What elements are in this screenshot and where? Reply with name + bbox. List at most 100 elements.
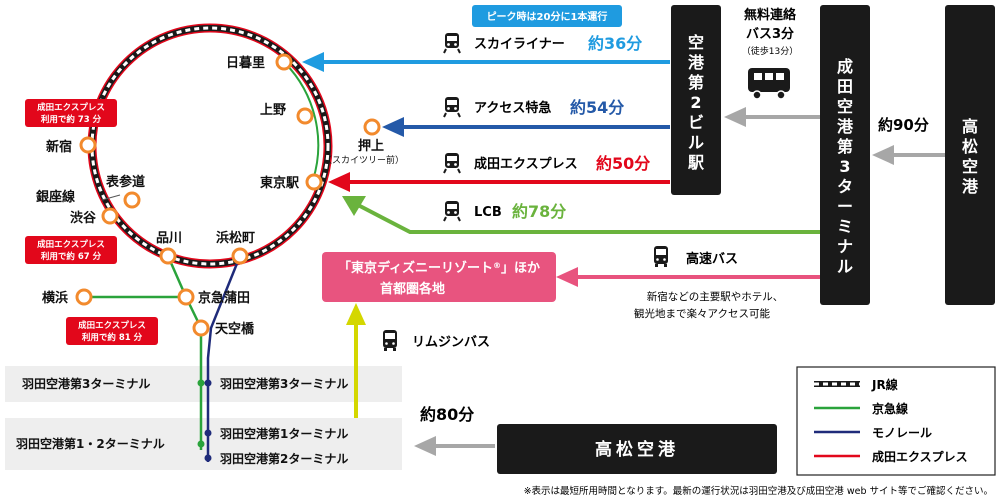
ginza-leader-line bbox=[101, 194, 121, 201]
station-marker-shinjuku bbox=[79, 136, 97, 154]
station-marker-yokohama bbox=[75, 288, 93, 306]
legend: JR線 京急線 モノレール 成田エクスプレス bbox=[796, 366, 996, 476]
nex-name: 成田エクスプレス bbox=[474, 156, 578, 172]
vertical-char: 空 bbox=[962, 157, 978, 176]
vertical-char: ナ bbox=[837, 237, 853, 256]
legend-nex: 成田エクスプレス bbox=[872, 449, 968, 464]
highway-bus-icon bbox=[654, 246, 668, 267]
narita-travel-time: 約90分 bbox=[878, 116, 929, 134]
access-arrow bbox=[382, 117, 670, 137]
nex-time: 約50分 bbox=[596, 154, 650, 173]
haneda-t2-right: 羽田空港第2ターミナル bbox=[220, 451, 348, 466]
limousine-bus-icon bbox=[383, 330, 397, 351]
legend-keikyu: 京急線 bbox=[872, 401, 908, 416]
svg-text:バス3分: バス3分 bbox=[746, 26, 794, 42]
nex-arrow bbox=[328, 172, 670, 192]
vertical-char: 港 bbox=[962, 177, 979, 196]
svg-text:成田エクスプレス: 成田エクスプレス bbox=[37, 102, 105, 113]
station-omotesando: 表参道 bbox=[105, 174, 145, 190]
takamatsu-narita-arrow bbox=[872, 145, 945, 165]
station-ueno: 上野 bbox=[260, 103, 286, 118]
skyliner-name: スカイライナー bbox=[474, 37, 565, 52]
highway-bus-desc-1: 新宿などの主要駅やホテル、 bbox=[647, 290, 784, 303]
station-marker-shinagawa bbox=[159, 247, 177, 265]
note-yokohama: 成田エクスプレス 利用で約 81 分 bbox=[66, 317, 158, 345]
station-marker-shibuya bbox=[101, 207, 119, 225]
vertical-char: 3 bbox=[839, 157, 850, 176]
haneda-travel-time: 約80分 bbox=[420, 405, 474, 424]
svg-text:利用で約 67 分: 利用で約 67 分 bbox=[40, 251, 102, 262]
lcb-name: LCB bbox=[474, 205, 502, 220]
keikyu-line bbox=[84, 255, 203, 450]
vertical-char: ビ bbox=[688, 113, 704, 132]
limousine-bus-arrow bbox=[346, 303, 366, 418]
vertical-char: タ bbox=[837, 177, 853, 196]
legend-jr: JR線 bbox=[871, 377, 898, 392]
svg-text:無料連絡: 無料連絡 bbox=[744, 7, 797, 23]
vertical-char: 田 bbox=[837, 77, 853, 96]
vertical-char: 高 bbox=[962, 117, 978, 136]
station-oshiage: 押上 bbox=[358, 138, 384, 154]
station-marker-hamamatsucho bbox=[231, 247, 249, 265]
station-marker-tenkubashi bbox=[192, 319, 210, 337]
lcb-arrow bbox=[342, 196, 820, 234]
highway-bus-desc-2: 観光地まで楽々アクセス可能 bbox=[634, 307, 770, 320]
access-time: 約54分 bbox=[570, 98, 624, 117]
station-yokohama: 横浜 bbox=[42, 290, 68, 306]
vertical-char: 成 bbox=[837, 57, 853, 76]
station-shinjuku: 新宿 bbox=[46, 139, 72, 155]
station-shibuya: 渋谷 bbox=[70, 210, 97, 226]
station-keikyu-kamata: 京急蒲田 bbox=[198, 290, 250, 306]
svg-text:「東京ディズニーリゾート®」ほか: 「東京ディズニーリゾート®」ほか bbox=[338, 260, 540, 276]
haneda-t3-left: 羽田空港第3ターミナル bbox=[22, 376, 150, 391]
svg-text:利用で約 73 分: 利用で約 73 分 bbox=[40, 114, 102, 125]
highway-bus-arrow bbox=[556, 267, 820, 287]
vertical-char: ル bbox=[688, 133, 704, 152]
svg-text:高松空港: 高松空港 bbox=[595, 439, 679, 460]
vertical-char: ル bbox=[837, 257, 853, 276]
vertical-char: 空 bbox=[688, 33, 704, 52]
lcb-train-icon bbox=[443, 200, 461, 222]
vertical-char: 港 bbox=[688, 53, 705, 72]
vertical-char: ー bbox=[837, 197, 853, 216]
jr-loop-line bbox=[87, 23, 333, 269]
svg-text:成田エクスプレス: 成田エクスプレス bbox=[78, 320, 146, 331]
skyliner-train-icon bbox=[443, 32, 461, 54]
shuttle-bus-icon bbox=[748, 68, 790, 100]
vertical-char: 2 bbox=[690, 93, 701, 112]
vertical-char: 港 bbox=[837, 117, 854, 136]
svg-text:（徒歩13分）: （徒歩13分） bbox=[742, 45, 798, 57]
footnote: ※表示は最短所用時間となります。最新の運行状況は羽田空港及び成田空港 web サ… bbox=[524, 485, 993, 497]
station-tokyo: 東京駅 bbox=[260, 175, 300, 191]
station-marker-ueno bbox=[296, 107, 314, 125]
limousine-bus-name: リムジンバス bbox=[412, 335, 490, 350]
shuttle-info: 無料連絡 バス3分 （徒歩13分） bbox=[742, 7, 798, 57]
legend-monorail: モノレール bbox=[872, 426, 932, 440]
station-oshiage-sub: （スカイツリー前） bbox=[323, 154, 404, 166]
vertical-char: 空 bbox=[837, 97, 853, 116]
svg-text:首都圏各地: 首都圏各地 bbox=[380, 281, 445, 297]
station-tenkubashi: 天空橋 bbox=[215, 321, 255, 337]
svg-text:ピーク時は20分に1本運行: ピーク時は20分に1本運行 bbox=[487, 10, 608, 23]
svg-text:利用で約 81 分: 利用で約 81 分 bbox=[81, 332, 143, 343]
station-nippori: 日暮里 bbox=[226, 55, 265, 71]
station-marker-nippori bbox=[275, 53, 293, 71]
lcb-time: 約78分 bbox=[512, 202, 566, 221]
peak-badge: ピーク時は20分に1本運行 bbox=[472, 5, 622, 27]
vertical-char: 松 bbox=[962, 137, 978, 156]
station-marker-omotesando bbox=[123, 191, 141, 209]
haneda-t3-right: 羽田空港第3ターミナル bbox=[220, 376, 348, 391]
disney-box: 「東京ディズニーリゾート®」ほか 首都圏各地 bbox=[322, 252, 556, 302]
takamatsu-box-horizontal: 高松空港 bbox=[497, 424, 777, 474]
station-hamamatsucho: 浜松町 bbox=[216, 230, 255, 246]
svg-text:成田エクスプレス: 成田エクスプレス bbox=[37, 239, 105, 250]
station-ginza-line: 銀座線 bbox=[36, 189, 76, 205]
note-shibuya: 成田エクスプレス 利用で約 67 分 bbox=[25, 236, 117, 264]
access-name: アクセス特急 bbox=[474, 100, 551, 116]
nex-train-icon bbox=[443, 152, 461, 174]
skyliner-arrow bbox=[302, 52, 670, 72]
access-train-icon bbox=[443, 96, 461, 118]
station-marker-keikyu-kamata bbox=[177, 288, 195, 306]
